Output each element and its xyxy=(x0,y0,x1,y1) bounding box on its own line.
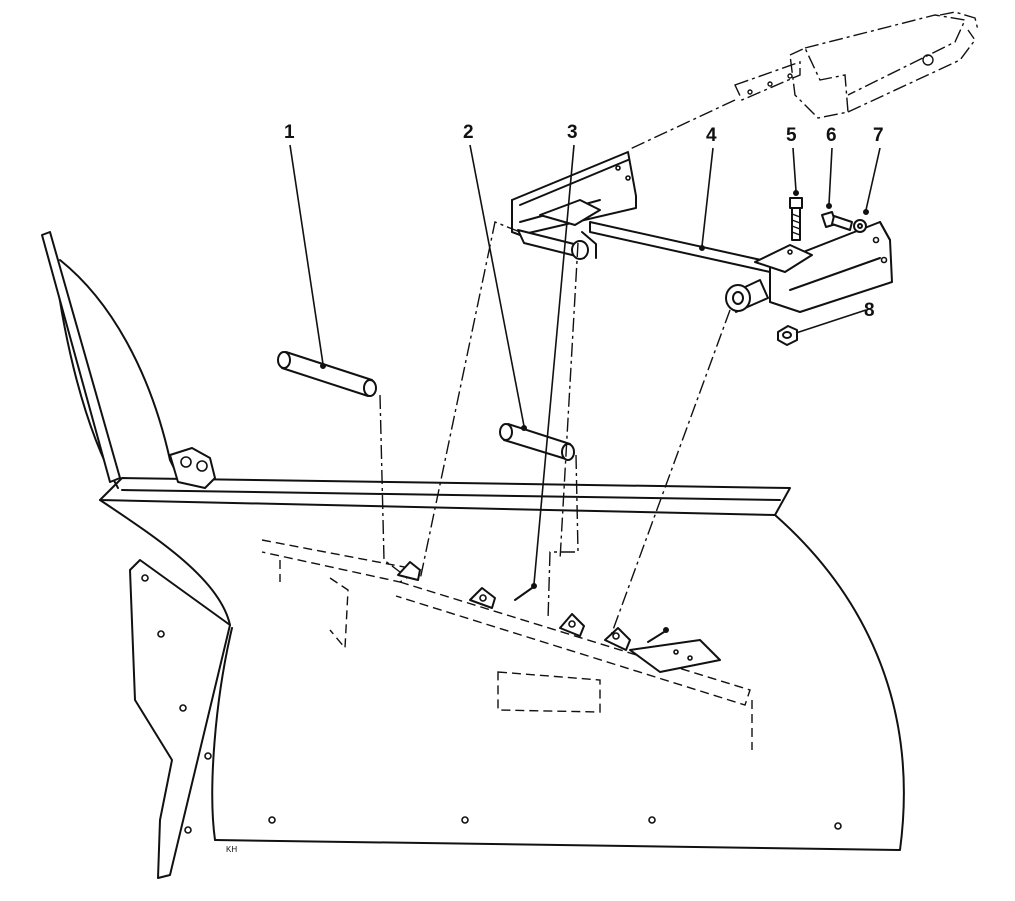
pin-2 xyxy=(499,423,575,461)
pin-1 xyxy=(277,351,377,397)
callout-4: 4 xyxy=(706,125,717,146)
blade-mount-bracket xyxy=(261,539,753,750)
nut-8 xyxy=(777,325,798,346)
callout-2: 2 xyxy=(463,122,474,143)
bolt-6 xyxy=(821,203,853,231)
callout-5: 5 xyxy=(786,125,797,146)
callout-1: 1 xyxy=(284,122,295,143)
callout-3: 3 xyxy=(567,122,578,143)
washer-7 xyxy=(853,209,869,233)
rear-bracket xyxy=(169,447,216,489)
artist-mark: KH xyxy=(226,845,237,854)
callout-labels: 1 2 3 4 5 6 7 8 xyxy=(284,122,884,321)
callout-6: 6 xyxy=(826,125,837,146)
assembly-guides xyxy=(379,99,736,639)
plow-blade: KH xyxy=(41,231,905,879)
leader-lines xyxy=(289,144,881,585)
bolt-5 xyxy=(789,190,803,241)
callout-7: 7 xyxy=(873,125,884,146)
mounting-frame xyxy=(511,151,893,313)
callout-8: 8 xyxy=(864,300,875,321)
hitch-arm xyxy=(734,11,979,119)
